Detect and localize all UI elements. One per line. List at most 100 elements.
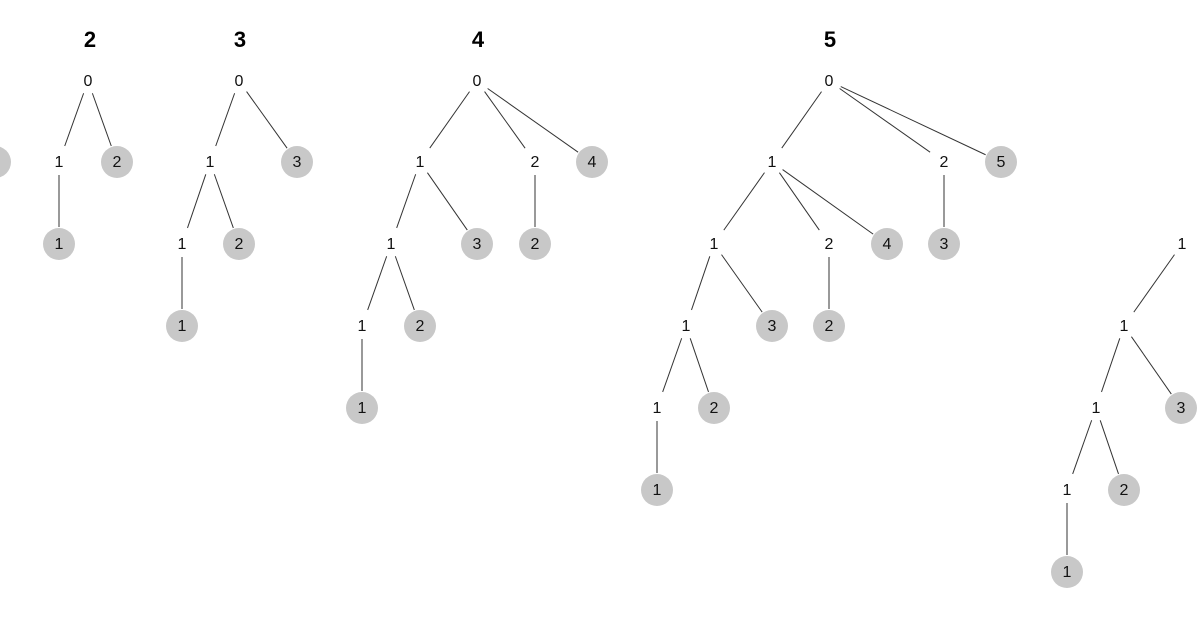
node-label: 2	[531, 154, 540, 171]
internal-node: 0	[235, 73, 244, 90]
tree-edge	[215, 93, 236, 147]
tree-0	[0, 146, 11, 178]
leaf-node-circle	[404, 310, 436, 342]
tree-edge	[1131, 336, 1172, 395]
leaf-node: 1	[43, 228, 75, 260]
tree-edge	[782, 169, 874, 235]
node-label: 4	[588, 154, 597, 171]
node-label: 0	[235, 73, 244, 90]
node-label: 0	[84, 73, 93, 90]
tree-edge	[723, 172, 765, 231]
node-label: 3	[1177, 400, 1186, 417]
leaf-node-circle	[928, 228, 960, 260]
node-label: 1	[768, 154, 777, 171]
node-label: 1	[1092, 400, 1101, 417]
tree-edge	[1133, 254, 1175, 313]
internal-node: 1	[358, 318, 367, 335]
tree-edge	[689, 338, 709, 393]
leaf-node: 2	[101, 146, 133, 178]
node-label: 1	[1120, 318, 1129, 335]
node-label: 3	[940, 236, 949, 253]
leaf-node: 2	[404, 310, 436, 342]
leaf-node-circle	[0, 146, 11, 178]
leaf-node: 4	[871, 228, 903, 260]
node-label: 1	[206, 154, 215, 171]
leaf-node-circle	[1165, 392, 1197, 424]
leaf-node-circle	[519, 228, 551, 260]
internal-node: 1	[682, 318, 691, 335]
node-label: 4	[883, 236, 892, 253]
node-label: 1	[358, 400, 367, 417]
leaf-node-circle	[813, 310, 845, 342]
internal-node: 1	[1063, 482, 1072, 499]
node-label: 1	[178, 318, 187, 335]
tree-edge	[839, 88, 931, 153]
tree-edge	[691, 256, 711, 311]
internal-node: 1	[653, 400, 662, 417]
tree-edge	[367, 256, 388, 311]
internal-node: 0	[84, 73, 93, 90]
node-label: 1	[1063, 482, 1072, 499]
internal-node: 2	[531, 154, 540, 171]
internal-node: 1	[710, 236, 719, 253]
leaf-node: 2	[519, 228, 551, 260]
tree-title: 3	[234, 27, 246, 52]
node-label: 3	[293, 154, 302, 171]
internal-node: 1	[178, 236, 187, 253]
leaf-node-circle	[461, 228, 493, 260]
node-label: 1	[55, 236, 64, 253]
tree-edge	[429, 91, 470, 149]
leaf-node: 2	[223, 228, 255, 260]
node-label: 1	[653, 400, 662, 417]
tree-edge	[396, 174, 417, 229]
node-label: 2	[825, 318, 834, 335]
node-label: 1	[1178, 236, 1187, 253]
internal-node: 1	[416, 154, 425, 171]
node-label: 1	[387, 236, 396, 253]
tree-edge	[427, 172, 468, 231]
node-label: 0	[473, 73, 482, 90]
node-label: 2	[710, 400, 719, 417]
tree-edge	[721, 254, 763, 313]
internal-node: 1	[55, 154, 64, 171]
tree-edge	[487, 88, 579, 153]
internal-node: 0	[473, 73, 482, 90]
leaf-node-circle	[281, 146, 313, 178]
leaf-node: 1	[641, 474, 673, 506]
leaf-node: 3	[756, 310, 788, 342]
tree-edge	[1072, 420, 1093, 475]
tree-edge	[840, 86, 986, 156]
node-label: 0	[825, 73, 834, 90]
node-label: 1	[682, 318, 691, 335]
internal-node: 1	[387, 236, 396, 253]
node-label: 3	[768, 318, 777, 335]
node-label: 2	[235, 236, 244, 253]
leaf-node: 4	[576, 146, 608, 178]
leaf-node-circle	[756, 310, 788, 342]
tree-edge	[1099, 420, 1119, 475]
leaf-node-circle	[985, 146, 1017, 178]
tree-edge	[781, 91, 822, 149]
leaf-node-circle	[641, 474, 673, 506]
node-label: 2	[940, 154, 949, 171]
leaf-node-circle	[576, 146, 608, 178]
tree-edge	[246, 91, 288, 149]
node-label: 1	[178, 236, 187, 253]
tree-edge	[64, 93, 85, 147]
leaf-node-circle	[1051, 556, 1083, 588]
leaf-node: 1	[166, 310, 198, 342]
tree-edge	[91, 93, 112, 147]
tree-edge	[1101, 338, 1121, 393]
leaf-node: 3	[928, 228, 960, 260]
leaf-node: 3	[1165, 392, 1197, 424]
leaf-node: 2	[813, 310, 845, 342]
internal-node: 1	[768, 154, 777, 171]
leaf-node-circle	[1108, 474, 1140, 506]
node-label: 2	[825, 236, 834, 253]
internal-node: 2	[940, 154, 949, 171]
internal-node: 1	[1092, 400, 1101, 417]
